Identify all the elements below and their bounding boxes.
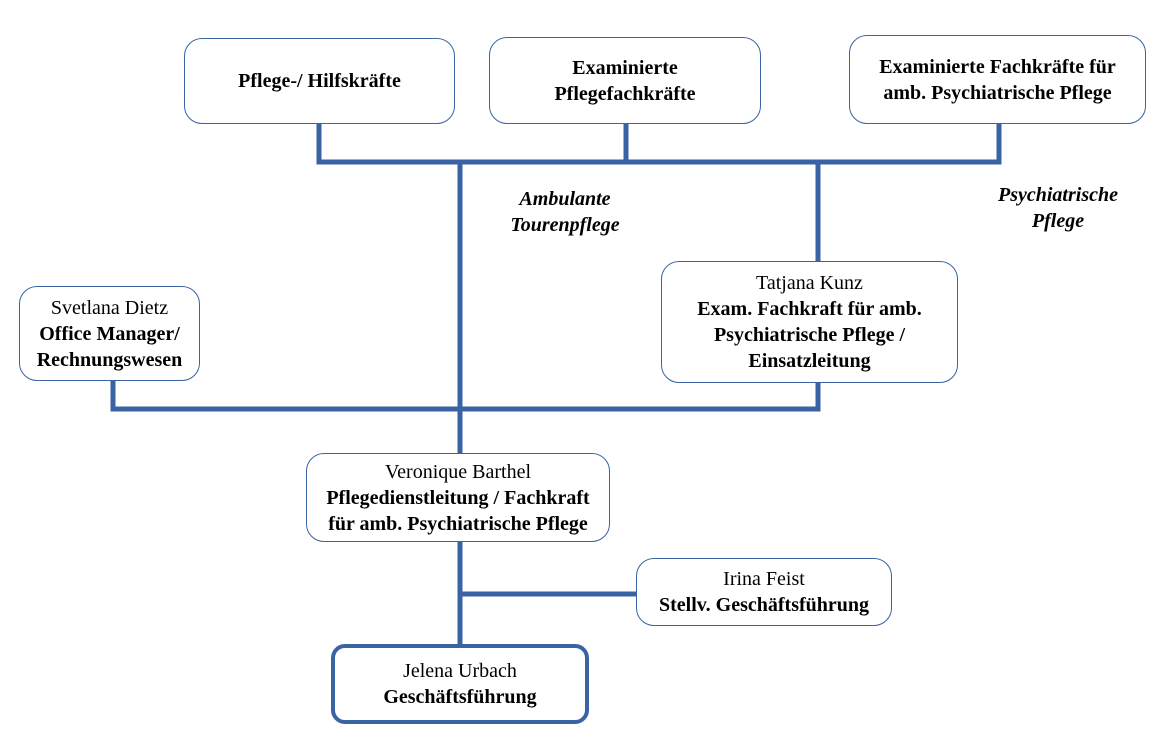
psych-nurses-label-line2: amb. Psychiatrische Pflege bbox=[883, 81, 1112, 104]
nurses-label-line1: Examinierte bbox=[572, 56, 678, 79]
box-helpers: Pflege-/ Hilfskräfte bbox=[184, 38, 455, 124]
box-feist: Irina Feist Stellv. Geschäftsführung bbox=[636, 558, 892, 626]
psych-nurses-label-line1: Examinierte Fachkräfte für bbox=[879, 55, 1116, 78]
dietz-name: Svetlana Dietz bbox=[50, 296, 169, 319]
kunz-name: Tatjana Kunz bbox=[756, 272, 863, 294]
psychiatrische-line2: Pflege bbox=[1031, 210, 1085, 232]
box-nurses: Examinierte Pflegefachkräfte bbox=[489, 37, 761, 124]
helpers-label: Pflege-/ Hilfskräfte bbox=[238, 70, 401, 92]
dietz-role-line2: Rechnungswesen bbox=[36, 348, 183, 371]
urbach-role: Geschäftsführung bbox=[383, 686, 537, 708]
feist-name: Irina Feist bbox=[723, 568, 805, 590]
barthel-role-line1: Pflegedienstleitung / Fachkraft bbox=[326, 486, 590, 509]
dietz-role-line1: Office Manager/ bbox=[39, 322, 180, 345]
psychiatrische-line1: Psychiatrische bbox=[998, 184, 1118, 206]
kunz-role-line2: Psychiatrische Pflege / bbox=[713, 324, 906, 346]
box-dietz: Svetlana Dietz Office Manager/ Rechnungs… bbox=[19, 286, 200, 381]
feist-role: Stellv. Geschäftsführung bbox=[658, 594, 870, 616]
box-kunz: Tatjana Kunz Exam. Fachkraft für amb. Ps… bbox=[661, 261, 958, 383]
ambulante-line1: Ambulante bbox=[519, 188, 611, 210]
box-psych-nurses: Examinierte Fachkräfte für amb. Psychiat… bbox=[849, 35, 1146, 124]
label-psychiatrische-pflege: Psychiatrische Pflege bbox=[978, 182, 1138, 234]
kunz-role-line3: Einsatzleitung bbox=[748, 350, 871, 372]
barthel-name: Veronique Barthel bbox=[384, 460, 532, 483]
urbach-name: Jelena Urbach bbox=[403, 660, 517, 682]
label-ambulante-tourenpflege: Ambulante Tourenpflege bbox=[490, 186, 640, 238]
ambulante-line2: Tourenpflege bbox=[510, 214, 620, 236]
box-barthel: Veronique Barthel Pflegedienstleitung / … bbox=[306, 453, 610, 542]
kunz-role-line1: Exam. Fachkraft für amb. bbox=[697, 298, 922, 320]
barthel-role-line2: für amb. Psychiatrische Pflege bbox=[328, 512, 588, 535]
nurses-label-line2: Pflegefachkräfte bbox=[554, 82, 696, 105]
box-urbach: Jelena Urbach Geschäftsführung bbox=[331, 644, 589, 724]
